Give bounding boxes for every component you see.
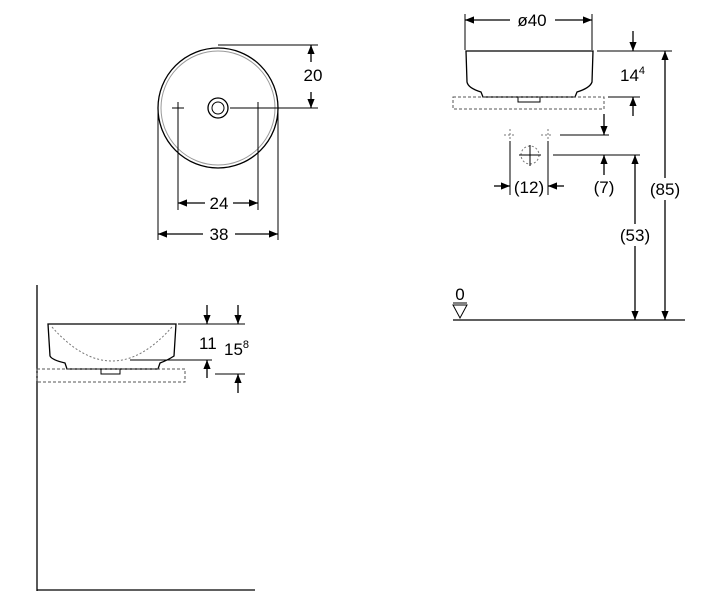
- dim-total-sup: 8: [243, 339, 249, 351]
- drain-body: [517, 96, 541, 103]
- basin-side-outline: [47, 323, 177, 370]
- dim-total-label: 158: [224, 339, 249, 359]
- dim-height-sup: 4: [639, 65, 645, 77]
- side-view: 11 158: [36, 285, 255, 591]
- dim-tap-spacing-label: 24: [210, 194, 229, 213]
- tap-hole-marks: [504, 129, 553, 165]
- basin-front-outline: [465, 50, 594, 98]
- dim-bowl-height-label: 11: [199, 334, 217, 353]
- drain-outer: [207, 97, 229, 119]
- countertop: [452, 96, 605, 110]
- top-view: 20 24 38: [157, 44, 323, 244]
- dim-width-label: 38: [210, 225, 229, 244]
- dim-drain-offset-label: (7): [594, 178, 615, 197]
- drain-inner: [211, 101, 225, 115]
- dim-total-height-label: (85): [650, 180, 680, 199]
- dim-height-label: 144: [620, 65, 645, 85]
- front-view: ø40 144 (7) (12) (53) (85) 0: [452, 11, 686, 321]
- dim-total-main: 15: [224, 340, 243, 359]
- floor-level-label: 0: [455, 285, 464, 304]
- countertop: [36, 368, 186, 383]
- dim-depth-label: 20: [304, 66, 323, 85]
- dim-height-main: 14: [620, 66, 639, 85]
- dim-drain-height-label: (53): [620, 226, 650, 245]
- dim-tap-spacing-label: (12): [514, 178, 544, 197]
- dim-diameter-label: ø40: [517, 11, 546, 30]
- floor-level-icon: [452, 304, 468, 320]
